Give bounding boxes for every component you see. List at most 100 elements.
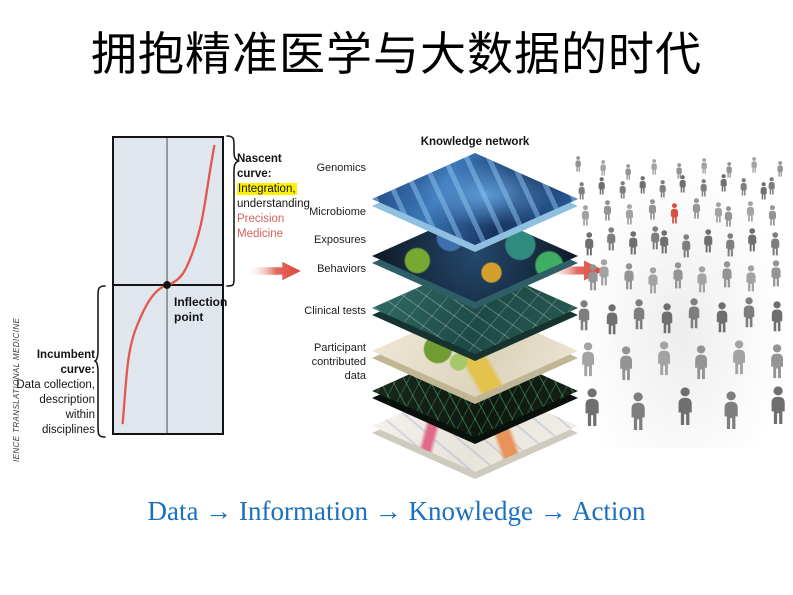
person-figure [638, 176, 647, 194]
layer-label-participant-data: Participant contributed data [311, 342, 366, 382]
inflection-label-line: Inflection [174, 295, 228, 309]
person-figure [719, 174, 728, 192]
person-figure [649, 226, 661, 250]
layer-tile-genomics [372, 153, 578, 252]
person-figure [741, 297, 757, 328]
person-figure [631, 299, 647, 330]
person-figure [602, 200, 613, 221]
nascent-accent-line: Medicine [237, 228, 284, 240]
person-figure [767, 205, 778, 226]
nascent-title-line: Nascent [237, 153, 282, 165]
s-curve-plot [114, 138, 222, 433]
layer-label-clinical-tests: Clinical tests [304, 305, 366, 317]
person-figure [580, 205, 591, 226]
incumbent-body-line: Data collection, [16, 379, 95, 391]
person-figure [702, 229, 714, 253]
incumbent-body-line: description [39, 394, 95, 406]
person-figure [769, 301, 785, 332]
person-figure [586, 264, 600, 291]
knowledge-network-title: Knowledge network [420, 136, 530, 148]
person-figure [647, 199, 658, 220]
slide-title: 拥抱精准医学与大数据的时代 [91, 29, 702, 80]
person-figure [658, 180, 667, 198]
person-figure [730, 340, 748, 375]
inflection-label: Inflection point [174, 295, 227, 325]
tile-face-dna-image [372, 153, 578, 245]
footer-text: Data → Information → Knowledge → Action [147, 496, 646, 526]
person-figure [675, 387, 695, 426]
person-figure [675, 163, 683, 179]
layer-label-genomics: Genomics [316, 162, 366, 174]
person-figure [650, 159, 658, 175]
person-figure [724, 233, 736, 257]
population-crowd [574, 156, 788, 448]
person-figure [655, 341, 673, 376]
person-figure [579, 342, 597, 377]
person-figure [618, 181, 627, 199]
layer-label-exposures: Exposures [314, 234, 366, 246]
person-figure [624, 164, 632, 180]
person-figure [744, 265, 758, 292]
person-figure [680, 234, 692, 258]
person-figure [658, 230, 670, 254]
person-figure [768, 344, 786, 379]
nascent-title-line: curve: [237, 168, 272, 180]
person-figure [750, 157, 758, 173]
person-figure [691, 198, 702, 219]
person-figure [720, 261, 734, 288]
incumbent-brace-icon [94, 285, 106, 438]
nascent-highlight-line: Integration, [237, 182, 310, 197]
scurve-chart: Inflection point [112, 136, 227, 435]
person-figure [713, 202, 724, 223]
person-figure [604, 304, 620, 335]
person-figure [582, 388, 602, 427]
person-figure [769, 232, 781, 256]
person-figure [695, 266, 709, 293]
person-figure [767, 177, 776, 195]
inflection-point-dot [163, 281, 171, 289]
person-figure [714, 302, 730, 333]
person-figure [769, 260, 783, 287]
person-figure [725, 162, 733, 178]
nascent-brace-icon [226, 135, 240, 287]
person-figure [745, 201, 756, 222]
highlighted-text: Integration, [237, 183, 297, 195]
person-figure [576, 300, 592, 331]
incumbent-body-line: disciplines [41, 424, 95, 436]
person-figure [646, 267, 660, 294]
person-figure [583, 232, 595, 256]
person-figure [624, 204, 635, 225]
person-figure [577, 182, 586, 200]
person-figure [628, 392, 648, 431]
inflection-label-line: point [174, 310, 204, 324]
person-figure [739, 178, 748, 196]
incumbent-title-line: curve: [60, 364, 95, 376]
incumbent-body-line: within [65, 409, 95, 421]
flow-arrow-icon [246, 261, 301, 281]
person-figure [686, 298, 702, 329]
person-figure [768, 386, 788, 425]
person-figure [617, 346, 635, 381]
person-figure [721, 391, 741, 430]
layer-tile-exposures [372, 262, 578, 361]
person-figure [692, 345, 710, 380]
person-figure [605, 227, 617, 251]
person-figure [574, 156, 582, 172]
highlighted-person-figure [669, 203, 680, 224]
person-figure [597, 177, 606, 195]
person-figure [597, 259, 611, 286]
person-figure [659, 303, 675, 334]
person-figure [699, 179, 708, 197]
nascent-accent-line: Precision [237, 213, 285, 225]
layer-label-microbiome: Microbiome [309, 206, 366, 218]
person-figure [776, 161, 784, 177]
person-figure [599, 160, 607, 176]
person-figure [622, 263, 636, 290]
incumbent-curve-label: Incumbent curve: Data collection, descri… [16, 348, 95, 438]
person-figure [678, 175, 687, 193]
person-figure [723, 206, 734, 227]
incumbent-title-line: Incumbent [36, 349, 95, 361]
person-figure [671, 262, 685, 289]
nascent-curve-label: Nascent curve: Integration, understandin… [237, 152, 310, 242]
